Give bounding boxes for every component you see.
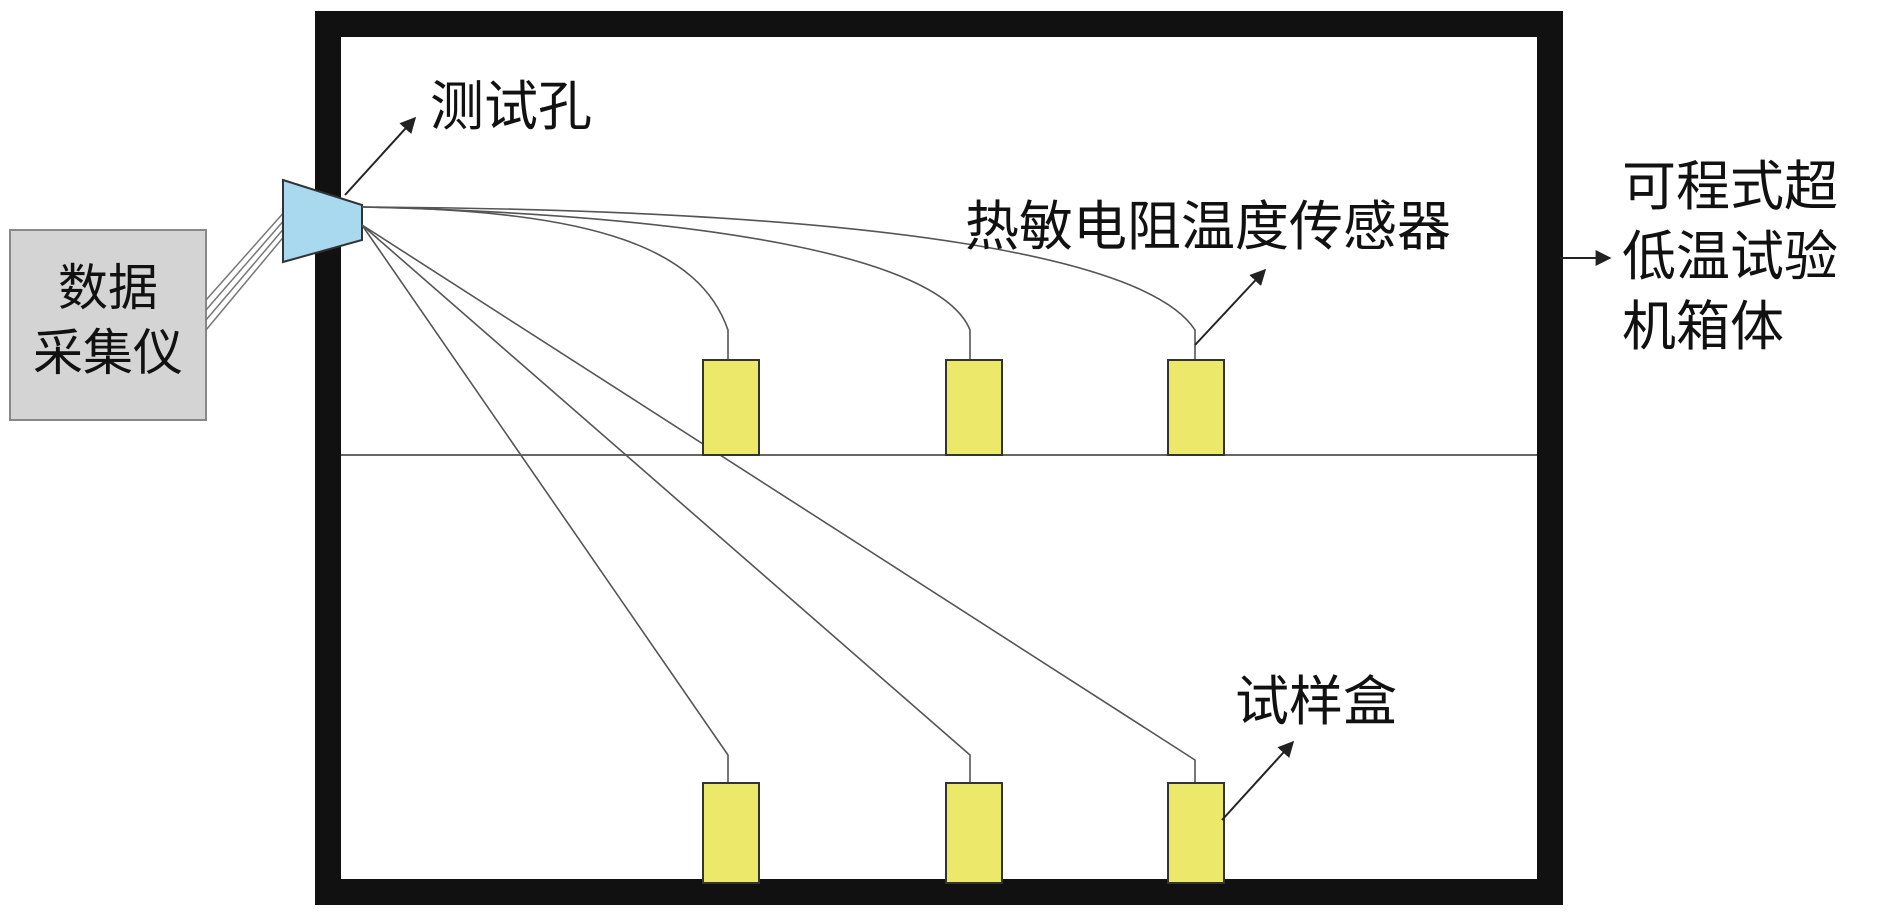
daq-box <box>9 229 207 421</box>
chamber-label-line3: 机箱体 <box>1622 295 1784 358</box>
daq-label-line2: 采集仪 <box>33 324 183 382</box>
chamber-frame <box>315 11 1563 905</box>
sample-box <box>1167 782 1225 884</box>
sensor-label: 热敏电阻温度传感器 <box>965 195 1451 258</box>
sample-box <box>945 782 1003 884</box>
sensor-wires-lower <box>361 224 1196 805</box>
sample-box <box>1167 359 1225 456</box>
daq-label-line1: 数据 <box>58 259 158 317</box>
daq-cable-bundle <box>205 209 287 331</box>
sample-box <box>945 359 1003 456</box>
sample-box-label: 试样盒 <box>1235 670 1397 733</box>
chamber-label-line1: 可程式超 <box>1622 155 1838 218</box>
sensor-wires-upper <box>361 206 1196 380</box>
test-hole-arrow <box>344 116 417 196</box>
chamber-label-line2: 低温试验 <box>1622 225 1838 288</box>
test-hole-label: 测试孔 <box>430 75 592 138</box>
sample-box <box>702 359 760 456</box>
sample-box <box>702 782 760 884</box>
sample-box-arrow <box>1221 740 1295 821</box>
test-hole-connector <box>282 178 363 264</box>
sensor-arrow <box>1194 268 1267 346</box>
